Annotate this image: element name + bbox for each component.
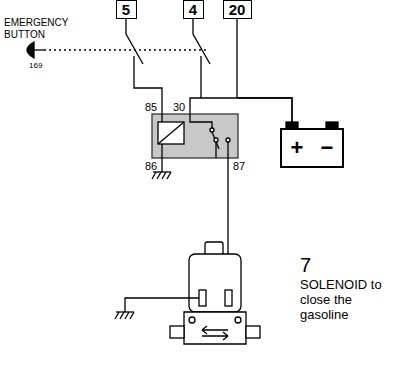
part-name: SOLENOID to close the gasoline bbox=[300, 278, 384, 323]
wire bbox=[237, 19, 292, 128]
wire bbox=[215, 142, 216, 158]
wire bbox=[161, 158, 162, 172]
terminal-number: 20 bbox=[229, 2, 246, 17]
wire bbox=[193, 19, 292, 128]
valve-bolt bbox=[189, 317, 195, 323]
mechanical-link bbox=[44, 49, 206, 50]
contact bbox=[210, 128, 214, 132]
relay-body bbox=[152, 114, 238, 158]
wire bbox=[134, 56, 162, 114]
polarity-sign: − bbox=[321, 137, 334, 159]
callout-number: 7 bbox=[300, 254, 311, 277]
wire bbox=[227, 142, 228, 158]
pin-number: 86 bbox=[145, 160, 157, 173]
polarity-sign: + bbox=[291, 137, 304, 159]
wire bbox=[161, 114, 162, 122]
solenoid-cap bbox=[205, 242, 223, 255]
solenoid-terminal bbox=[199, 290, 206, 306]
terminal-number: 5 bbox=[122, 2, 130, 17]
solenoid-terminal bbox=[225, 290, 232, 306]
terminal-number-box: 4 bbox=[183, 0, 204, 19]
wire bbox=[161, 144, 162, 158]
relay-coil bbox=[158, 122, 184, 144]
battery-symbol: +− bbox=[280, 128, 344, 168]
wire bbox=[125, 298, 199, 312]
terminal-number-box: 20 bbox=[223, 0, 252, 19]
relay-coil bbox=[158, 122, 184, 144]
valve-body bbox=[184, 312, 246, 344]
flow-arrow bbox=[202, 326, 228, 340]
solenoid-body bbox=[189, 254, 241, 312]
part-name: EMERGENCY BUTTON bbox=[4, 17, 84, 40]
wire bbox=[125, 18, 126, 34]
pipe-stub bbox=[246, 326, 260, 338]
pipe-stub bbox=[170, 326, 184, 338]
callout-number: 169 bbox=[29, 61, 42, 70]
wire bbox=[190, 114, 212, 128]
pin-number: 87 bbox=[233, 160, 245, 173]
ground-symbol bbox=[115, 312, 134, 319]
button-head bbox=[27, 42, 34, 58]
pin-number: 30 bbox=[173, 101, 185, 114]
pin-number: 85 bbox=[145, 101, 157, 114]
terminal-number-box: 5 bbox=[116, 0, 137, 19]
wiring bbox=[27, 18, 338, 344]
contact bbox=[226, 138, 230, 142]
contact bbox=[214, 138, 218, 142]
valve-bolt bbox=[235, 317, 241, 323]
button-stem bbox=[34, 49, 44, 50]
wire bbox=[190, 98, 201, 114]
ground-symbol bbox=[152, 172, 171, 179]
terminal-number: 4 bbox=[189, 2, 197, 17]
